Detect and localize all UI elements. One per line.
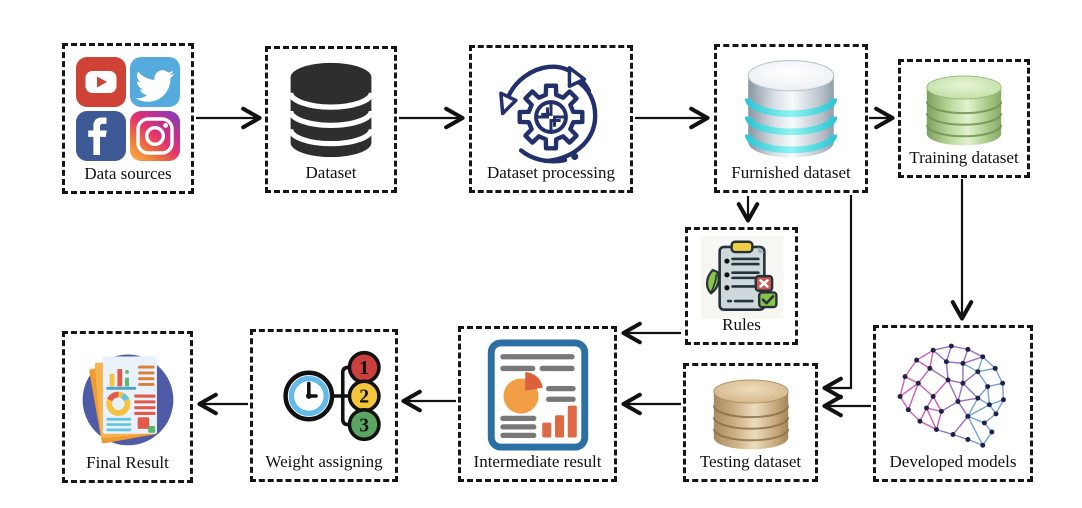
node-intermediate-result: Intermediate result bbox=[458, 326, 617, 482]
node-testing-dataset: Testing dataset bbox=[683, 363, 818, 482]
rank-1-badge: 1 bbox=[347, 351, 381, 385]
node-label: Dataset processing bbox=[487, 163, 615, 183]
processing-gear-icon bbox=[480, 55, 622, 164]
node-developed-models: Developed models bbox=[873, 325, 1033, 482]
node-dataset: Dataset bbox=[265, 46, 397, 193]
node-label: Testing dataset bbox=[699, 452, 802, 472]
node-data-sources: Data sources bbox=[62, 43, 194, 194]
twitter-icon bbox=[130, 57, 180, 108]
node-rules: Rules bbox=[685, 227, 798, 345]
arrow-furnished-testing bbox=[822, 195, 853, 400]
node-label: Final Result bbox=[86, 453, 169, 473]
node-training-dataset: Training dataset bbox=[898, 59, 1030, 178]
facebook-icon bbox=[76, 111, 126, 162]
final-result-report-icon bbox=[72, 341, 184, 454]
youtube-icon bbox=[76, 57, 126, 108]
brain-network-icon bbox=[884, 335, 1022, 453]
instagram-icon bbox=[130, 111, 180, 162]
rank-3-badge: 3 bbox=[347, 408, 381, 442]
node-dataset-processing: Dataset processing bbox=[469, 45, 633, 193]
intermediate-report-icon bbox=[487, 336, 589, 453]
node-label: Developed models bbox=[889, 452, 1017, 472]
database-black-icon bbox=[278, 56, 384, 164]
node-label: Data sources bbox=[84, 164, 172, 184]
node-label: Rules bbox=[722, 315, 761, 335]
training-database-icon bbox=[914, 69, 1014, 149]
social-media-grid-icon bbox=[76, 53, 180, 165]
node-weight-assigning: 1 2 3 Weight assigning bbox=[250, 329, 398, 482]
furnished-database-icon bbox=[729, 54, 853, 164]
svg-text:3: 3 bbox=[359, 414, 369, 436]
node-furnished-dataset: Furnished dataset bbox=[714, 44, 868, 193]
testing-database-icon bbox=[700, 373, 802, 453]
node-label: Dataset bbox=[305, 163, 357, 183]
svg-text:2: 2 bbox=[359, 386, 369, 408]
rules-clipboard-icon bbox=[698, 235, 786, 318]
weight-clock-ranking-icon: 1 2 3 bbox=[257, 339, 391, 453]
node-final-result: Final Result bbox=[62, 331, 193, 483]
node-label: Furnished dataset bbox=[731, 163, 851, 183]
node-label: Intermediate result bbox=[473, 452, 602, 472]
svg-text:1: 1 bbox=[359, 357, 369, 379]
rank-2-badge: 2 bbox=[347, 379, 381, 413]
node-label: Training dataset bbox=[909, 148, 1019, 168]
node-label: Weight assigning bbox=[265, 452, 383, 472]
